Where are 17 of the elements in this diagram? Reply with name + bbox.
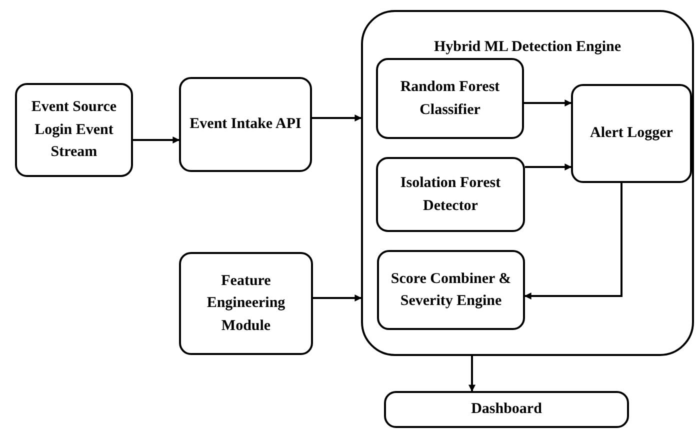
arrow — [524, 100, 572, 106]
process-box: Dashboard — [384, 391, 629, 428]
process-box: Alert Logger — [571, 84, 692, 183]
engine-container — [361, 10, 694, 356]
arrow — [312, 114, 362, 122]
process-box: Random Forest Classifier — [376, 58, 524, 139]
process-box: Event Source Login Event Stream — [15, 83, 133, 177]
arrow — [468, 356, 476, 392]
arrow — [133, 136, 180, 144]
process-box: Isolation Forest Detector — [376, 157, 525, 232]
process-box: Score Combiner & Severity Engine — [377, 250, 525, 330]
arrow — [313, 294, 362, 302]
arrow — [524, 183, 622, 300]
arrow — [525, 164, 572, 170]
container-title: Hybrid ML Detection Engine — [434, 38, 622, 57]
process-box: Event Intake API — [179, 77, 312, 172]
process-box: Feature Engineering Module — [179, 252, 313, 355]
